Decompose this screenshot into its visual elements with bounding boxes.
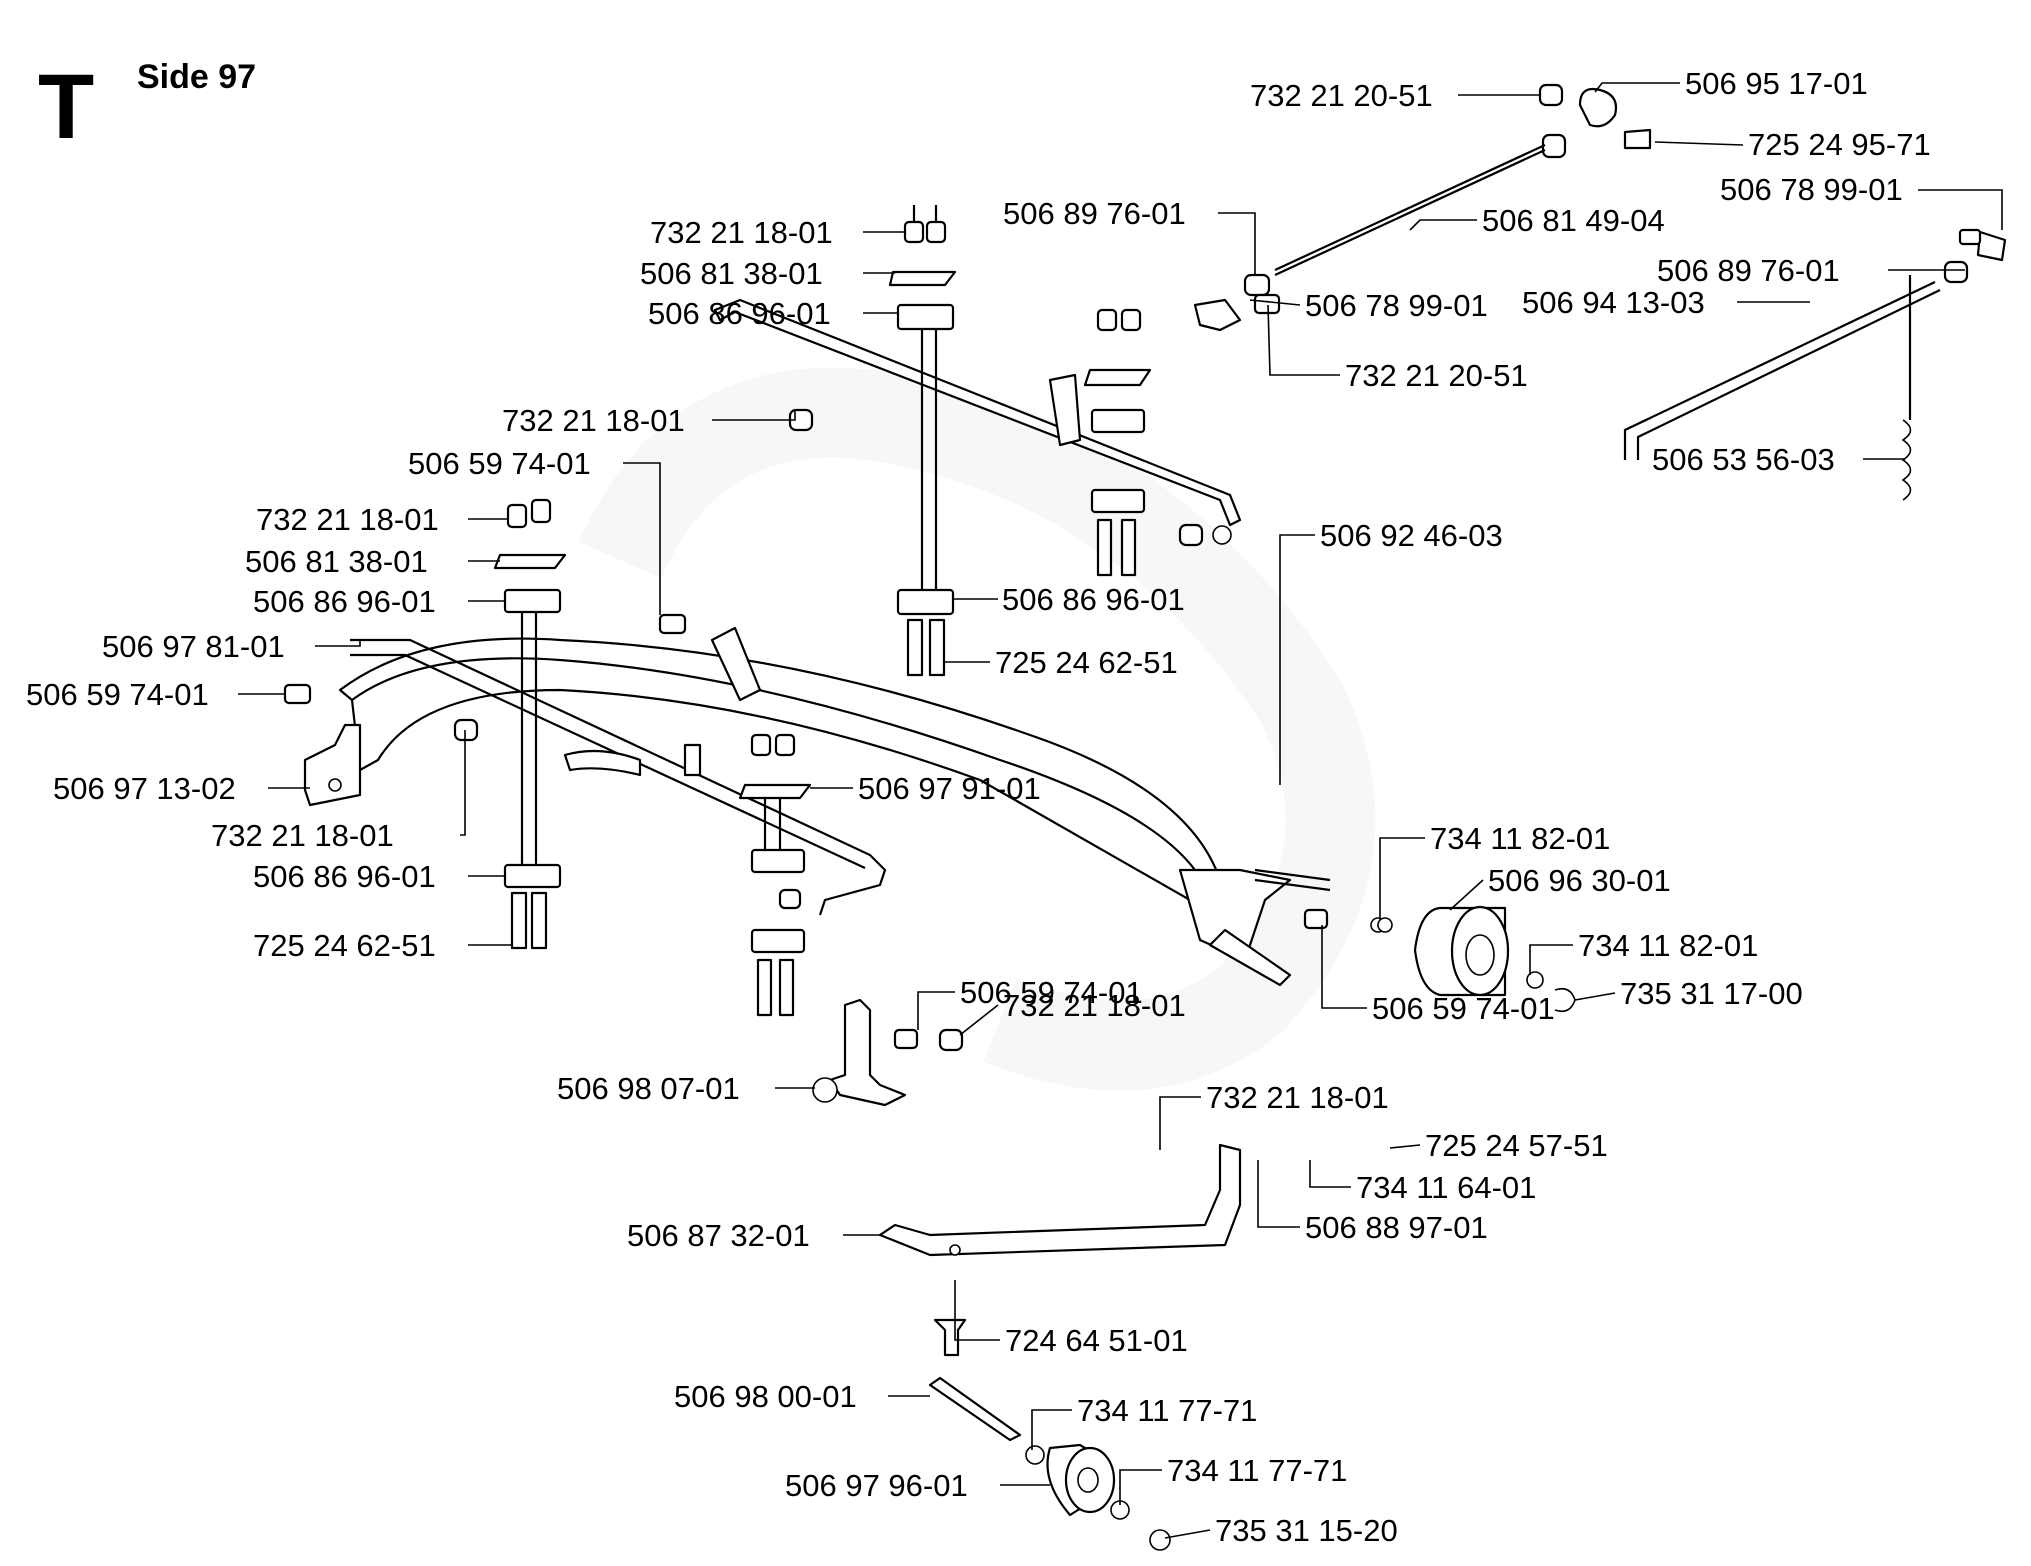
part-label: 734 11 77-71 — [1167, 1453, 1347, 1488]
rear-roller — [1377, 905, 1576, 1013]
part-label: 506 88 97-01 — [1305, 1210, 1488, 1245]
leader-lines — [238, 82, 2003, 1539]
part-label: 735 31 17-00 — [1620, 976, 1803, 1011]
clamp-stack-left — [493, 498, 567, 950]
part-number-labels: 732 21 20-51 506 95 17-01 725 24 95-71 5… — [26, 66, 1931, 1548]
part-label: 506 98 07-01 — [557, 1071, 740, 1106]
part-label: 506 59 74-01 — [1372, 991, 1555, 1026]
part-label: 506 86 96-01 — [1002, 582, 1185, 617]
part-label: 506 59 74-01 — [408, 446, 591, 481]
part-label: 506 59 74-01 — [26, 677, 209, 712]
parts-drawing — [283, 83, 2007, 1551]
part-label: 506 53 56-03 — [1652, 442, 1835, 477]
clamp-stack-right — [1083, 308, 1152, 577]
part-label: 732 21 18-01 — [211, 818, 394, 853]
part-label: 732 21 18-01 — [650, 215, 833, 250]
part-label: 506 97 96-01 — [785, 1468, 968, 1503]
part-label: 506 98 00-01 — [674, 1379, 857, 1414]
part-label: 506 94 13-03 — [1522, 285, 1705, 320]
page-label: Side 97 — [137, 58, 256, 96]
left-bracket — [303, 723, 362, 807]
flat-head-screw — [933, 1318, 967, 1357]
wheel-axle — [928, 1376, 1022, 1442]
part-label: 506 78 99-01 — [1720, 172, 1903, 207]
part-label: 506 81 38-01 — [640, 256, 823, 291]
front-wheel — [1025, 1443, 1171, 1551]
part-label: 732 21 20-51 — [1250, 78, 1433, 113]
roller-bracket-plate — [1208, 928, 1292, 987]
lower-support-bar — [878, 1143, 1242, 1257]
clamp-stack-upper — [888, 205, 957, 677]
part-label: 506 86 96-01 — [253, 584, 436, 619]
part-label: 506 86 96-01 — [648, 296, 831, 331]
part-label: 725 24 62-51 — [253, 928, 436, 963]
hanging-bracket — [828, 998, 907, 1107]
main-frame-bar-lower — [350, 688, 1201, 902]
top-right-linkage — [1193, 83, 2007, 501]
watermark — [578, 367, 1376, 1091]
part-label: 506 92 46-03 — [1320, 518, 1503, 553]
part-label: 725 24 62-51 — [995, 645, 1178, 680]
part-label: 732 21 18-01 — [1003, 988, 1186, 1023]
part-label: 732 21 20-51 — [1345, 358, 1528, 393]
section-letter: T — [38, 56, 94, 158]
part-label: 734 11 64-01 — [1356, 1170, 1536, 1205]
part-label: 734 11 77-71 — [1077, 1393, 1257, 1428]
tongue-lever — [563, 749, 642, 777]
part-label: 506 89 76-01 — [1003, 196, 1186, 231]
small-fasteners — [283, 408, 1386, 1052]
part-label: 732 21 18-01 — [1206, 1080, 1389, 1115]
part-label: 735 31 15-20 — [1215, 1513, 1398, 1548]
clamp-stack-center — [738, 733, 812, 1017]
part-label: 506 59 74-01 — [960, 975, 1143, 1010]
roller-bracket-arm — [1178, 868, 1292, 962]
part-label: 506 87 32-01 — [627, 1218, 810, 1253]
part-label: 734 11 82-01 — [1578, 928, 1758, 963]
part-label: 724 64 51-01 — [1005, 1323, 1188, 1358]
lower-rod — [350, 638, 887, 916]
part-label: 506 81 49-04 — [1482, 203, 1665, 238]
part-label: 725 24 95-71 — [1748, 127, 1931, 162]
pivot-lever — [710, 626, 762, 702]
upper-lift-rod-mount — [1048, 373, 1082, 447]
part-label: 506 95 17-01 — [1685, 66, 1868, 101]
part-label: 506 89 76-01 — [1657, 253, 1840, 288]
part-label: 732 21 18-01 — [256, 502, 439, 537]
part-label: 506 78 99-01 — [1305, 288, 1488, 323]
part-label: 506 97 91-01 — [858, 771, 1041, 806]
part-label: 506 81 38-01 — [245, 544, 428, 579]
part-label: 506 97 81-01 — [102, 629, 285, 664]
part-label: 506 96 30-01 — [1488, 863, 1671, 898]
part-label: 506 97 13-02 — [53, 771, 236, 806]
upper-lift-rod — [713, 298, 1242, 527]
part-label: 506 86 96-01 — [253, 859, 436, 894]
part-label: 725 24 57-51 — [1425, 1128, 1608, 1163]
part-label: 734 11 82-01 — [1430, 821, 1610, 856]
part-label: 732 21 18-01 — [502, 403, 685, 438]
